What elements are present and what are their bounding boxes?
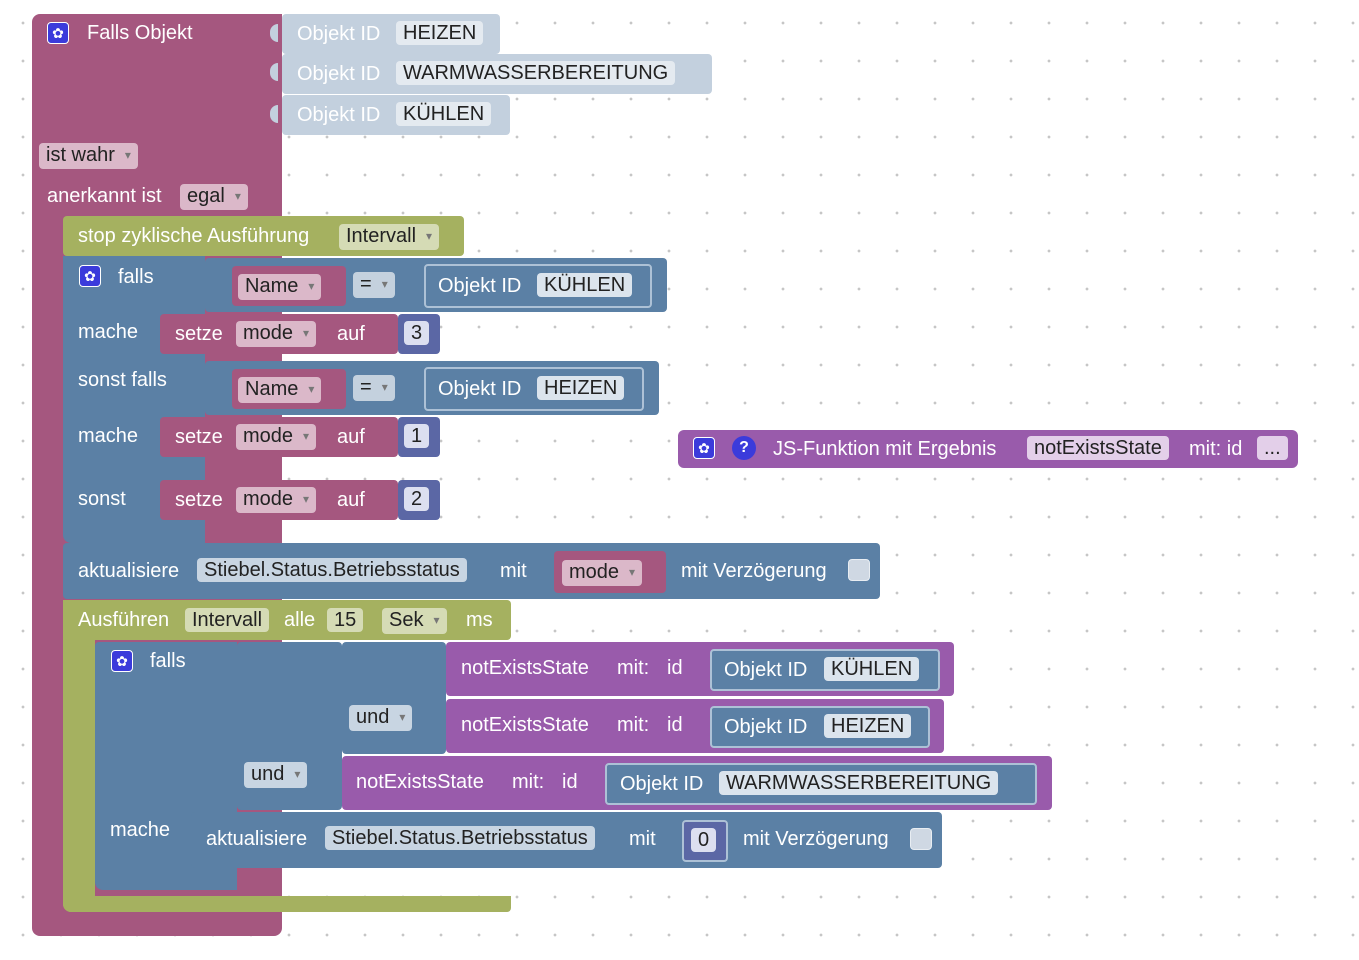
delay-checkbox[interactable] xyxy=(910,828,932,850)
function-name: notExistsState xyxy=(356,771,484,793)
number-value[interactable]: 2 xyxy=(404,487,430,511)
gear-icon[interactable]: ✿ xyxy=(693,437,715,459)
set-label: setze xyxy=(175,426,223,448)
to-label: auf xyxy=(337,489,365,511)
every-label: alle xyxy=(284,609,316,631)
elseif-label: sonst falls xyxy=(78,369,167,391)
object-id-value[interactable]: KÜHLEN xyxy=(537,273,633,297)
object-id-value[interactable]: KÜHLEN xyxy=(396,102,492,126)
js-function-block[interactable] xyxy=(678,430,1298,468)
delay-label: mit Verzögerung xyxy=(743,828,889,850)
state-id[interactable]: Stiebel.Status.Betriebsstatus xyxy=(325,826,595,850)
object-id-label: Objekt ID xyxy=(438,275,522,297)
ms-label: ms xyxy=(466,609,493,631)
else-label: sonst xyxy=(78,488,126,510)
variable-dropdown[interactable]: mode xyxy=(562,560,643,586)
object-id-value[interactable]: KÜHLEN xyxy=(824,657,920,681)
object-id-value[interactable]: WARMWASSERBEREITUNG xyxy=(719,771,999,795)
delay-checkbox[interactable] xyxy=(848,559,870,581)
variable-dropdown[interactable]: Name xyxy=(238,274,322,300)
object-id-label: Objekt ID xyxy=(297,23,381,45)
number-value[interactable]: 0 xyxy=(691,828,717,852)
object-id-label: Objekt ID xyxy=(724,659,808,681)
operator-dropdown[interactable]: = xyxy=(353,272,395,298)
event-title: Falls Objekt xyxy=(87,22,193,44)
condition-dropdown[interactable]: ist wahr xyxy=(39,143,138,169)
variable-dropdown[interactable]: mode xyxy=(236,487,317,513)
unit-dropdown[interactable]: Sek xyxy=(382,608,447,634)
object-id-label: Objekt ID xyxy=(724,716,808,738)
update-label: aktualisiere xyxy=(78,560,180,582)
interval-label: Ausführen xyxy=(78,609,170,631)
interval-value[interactable]: 15 xyxy=(327,608,364,632)
if-label: falls xyxy=(118,266,154,288)
function-mit-label: mit: xyxy=(617,657,650,679)
delay-label: mit Verzögerung xyxy=(681,560,827,582)
do-label: mache xyxy=(110,819,171,841)
with-label: mit xyxy=(500,560,527,582)
set-label: setze xyxy=(175,323,223,345)
function-id-label: id xyxy=(667,657,683,679)
object-id-label: Objekt ID xyxy=(438,378,522,400)
gear-icon[interactable]: ✿ xyxy=(79,265,101,287)
object-id-label: Objekt ID xyxy=(620,773,704,795)
update-label: aktualisiere xyxy=(206,828,308,850)
input-tab xyxy=(270,105,278,123)
js-function-label: JS-Funktion mit Ergebnis xyxy=(773,438,997,460)
interval-footer xyxy=(63,896,511,912)
state-id[interactable]: Stiebel.Status.Betriebsstatus xyxy=(197,558,467,582)
function-mit-label: mit: xyxy=(512,771,545,793)
function-id-label: id xyxy=(562,771,578,793)
ack-dropdown[interactable]: egal xyxy=(180,184,248,210)
number-value[interactable]: 1 xyxy=(404,424,430,448)
object-id-value[interactable]: WARMWASSERBEREITUNG xyxy=(396,61,676,85)
variable-dropdown[interactable]: mode xyxy=(236,321,317,347)
js-function-more[interactable]: ... xyxy=(1257,436,1288,460)
gear-icon[interactable]: ✿ xyxy=(111,650,133,672)
do-label: mache xyxy=(78,425,139,447)
js-function-name[interactable]: notExistsState xyxy=(1027,436,1169,460)
object-id-value[interactable]: HEIZEN xyxy=(824,714,912,738)
stop-interval-dropdown[interactable]: Intervall xyxy=(339,224,440,250)
gear-icon[interactable]: ✿ xyxy=(47,22,69,44)
object-id-label: Objekt ID xyxy=(297,63,381,85)
input-tab xyxy=(270,24,278,42)
number-value[interactable]: 3 xyxy=(404,321,430,345)
function-name: notExistsState xyxy=(461,714,589,736)
and-dropdown[interactable]: und xyxy=(244,762,308,788)
to-label: auf xyxy=(337,426,365,448)
object-id-value[interactable]: HEIZEN xyxy=(537,376,625,400)
help-icon[interactable]: ? xyxy=(732,436,756,460)
object-id-label: Objekt ID xyxy=(297,104,381,126)
function-name: notExistsState xyxy=(461,657,589,679)
variable-dropdown[interactable]: mode xyxy=(236,424,317,450)
operator-dropdown[interactable]: = xyxy=(353,375,395,401)
interval-name[interactable]: Intervall xyxy=(185,608,270,632)
function-mit-label: mit: xyxy=(617,714,650,736)
with-label: mit xyxy=(629,828,656,850)
input-tab xyxy=(270,63,278,81)
interval-block[interactable] xyxy=(63,600,95,912)
if-label: falls xyxy=(150,650,186,672)
ack-label: anerkannt ist xyxy=(47,185,162,207)
js-function-params: mit: id xyxy=(1189,438,1243,460)
function-id-label: id xyxy=(667,714,683,736)
object-id-value[interactable]: HEIZEN xyxy=(396,21,484,45)
logic-and-block-inner[interactable] xyxy=(342,642,446,754)
set-label: setze xyxy=(175,489,223,511)
and-dropdown[interactable]: und xyxy=(349,705,413,731)
variable-dropdown[interactable]: Name xyxy=(238,377,322,403)
stop-interval-label: stop zyklische Ausführung xyxy=(78,225,310,247)
to-label: auf xyxy=(337,323,365,345)
do-label: mache xyxy=(78,321,139,343)
